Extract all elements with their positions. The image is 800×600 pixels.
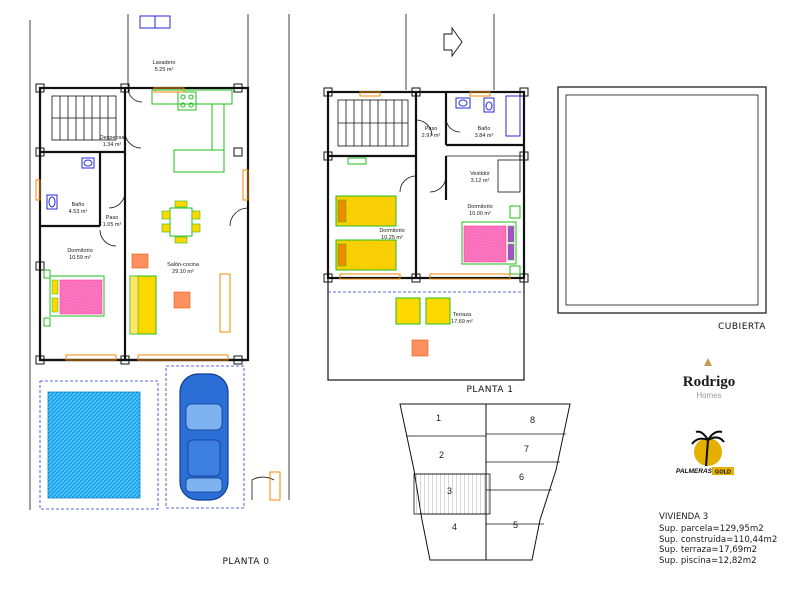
svg-text:10.59 m²: 10.59 m²: [69, 255, 91, 261]
specs-title: VIVIENDA 3: [659, 512, 709, 522]
residencial-name: PALMERAS: [676, 468, 713, 475]
plot-2-label: 2: [439, 450, 444, 460]
spec-parcela: Sup. parcela=129,95m2: [659, 524, 764, 535]
title-planta-0: PLANTA 0: [222, 557, 269, 567]
brand-sub: Homes: [696, 391, 721, 400]
palmeras-gold-logo: PALMERAS GOLD: [676, 430, 734, 476]
plot-8-label: 8: [530, 415, 535, 425]
bathroom-fixtures-p1: [455, 95, 521, 137]
plot-3-label: 3: [447, 486, 452, 496]
label-despensa: Despensa: [100, 135, 126, 141]
swimming-pool: [47, 391, 141, 499]
terrace-furniture: [395, 297, 451, 357]
plot-3-highlight: [413, 473, 491, 515]
svg-text:5.25 m²: 5.25 m²: [155, 67, 174, 73]
residencial-badge: GOLD: [715, 470, 731, 476]
svg-text:29.10 m²: 29.10 m²: [172, 269, 194, 275]
plot-1-label: 1: [436, 413, 441, 423]
svg-text:17.69 m²: 17.69 m²: [451, 319, 473, 325]
brand-name: Rodrigo: [683, 374, 736, 390]
svg-text:10.25 m²: 10.25 m²: [381, 235, 403, 241]
bedroom-bed-p0: [43, 269, 105, 327]
twin-beds: [335, 157, 397, 271]
label-paso-p0: Paso: [106, 215, 119, 221]
label-terraza: Terraza: [453, 312, 472, 318]
columns-p0: [35, 83, 243, 365]
spec-piscina: Sup. piscina=12,82m2: [659, 555, 757, 566]
entrance-arrow-icon: [443, 26, 463, 58]
kitchen-counter: [151, 89, 233, 173]
label-bano-p1: Baño: [478, 126, 491, 132]
specs-block: VIVIENDA 3 Sup. parcela=129,95m2 Sup. co…: [659, 512, 777, 566]
spec-construida: Sup. construida=110,44m2: [659, 534, 778, 545]
roof-inner: [565, 94, 759, 306]
cubierta: CUBIERTA: [557, 86, 767, 332]
staircase-p0: [51, 95, 117, 141]
columns-p1: [323, 87, 529, 283]
staircase-p1: [337, 99, 409, 147]
plot-6-label: 6: [519, 472, 524, 482]
gate-door: [251, 476, 275, 500]
door-arcs-p0: [99, 87, 249, 247]
pool-zone: [39, 380, 159, 510]
plot-7-label: 7: [524, 444, 529, 454]
plot-4-label: 4: [452, 522, 457, 532]
label-dormitorio-2: Dormitorio: [467, 204, 492, 210]
svg-text:3.84 m²: 3.84 m²: [475, 133, 494, 139]
svg-text:1.34 m²: 1.34 m²: [103, 142, 122, 148]
planta-1: Paso 2.97 m² Baño 3.84 m² Vestidor 3.12 …: [323, 14, 529, 395]
planta-0: Lavadero 5.25 m² Despensa 1.34 m² Baño 4…: [29, 14, 290, 567]
svg-text:10.00 m²: 10.00 m²: [469, 211, 491, 217]
terrace-outline: [327, 277, 525, 381]
rodrigo-homes-logo: Rodrigo Homes: [683, 358, 736, 400]
label-lavadero: Lavadero: [153, 60, 176, 66]
title-cubierta: CUBIERTA: [718, 322, 766, 332]
label-vestidor: Vestidor: [470, 171, 490, 177]
label-dormitorio-p0: Dormitorio: [67, 248, 92, 254]
windows-p1: [339, 91, 511, 280]
door-arcs-p1: [399, 117, 461, 193]
spec-terraza: Sup. terraza=17,69m2: [659, 545, 758, 556]
site-plan: 1 2 3 4 5 6 7 8: [399, 403, 571, 561]
wardrobe: [497, 159, 521, 193]
roof-outline: [557, 86, 767, 314]
title-planta-1: PLANTA 1: [466, 385, 513, 395]
palm-tree-icon: [691, 430, 725, 467]
svg-text:4.53 m²: 4.53 m²: [69, 209, 88, 215]
label-bano-p0: Baño: [72, 202, 85, 208]
bathroom-fixtures-p0: [46, 157, 95, 210]
plot-5-label: 5: [513, 520, 518, 530]
svg-text:1.05 m²: 1.05 m²: [103, 222, 122, 228]
label-dormitorio-1: Dormitorio: [379, 228, 404, 234]
label-salon-cocina: Salón-cocina: [167, 262, 200, 268]
living-furniture: [129, 253, 231, 335]
windows-p0: [35, 87, 249, 361]
svg-text:2.97 m²: 2.97 m²: [422, 133, 441, 139]
dining-table: [161, 200, 201, 244]
bedroom-bed-p1: [461, 205, 521, 275]
car-icon: [179, 373, 229, 501]
svg-text:3.12 m²: 3.12 m²: [471, 178, 490, 184]
logo-mark-icon: [704, 358, 712, 366]
label-paso-p1: Paso: [425, 126, 438, 132]
